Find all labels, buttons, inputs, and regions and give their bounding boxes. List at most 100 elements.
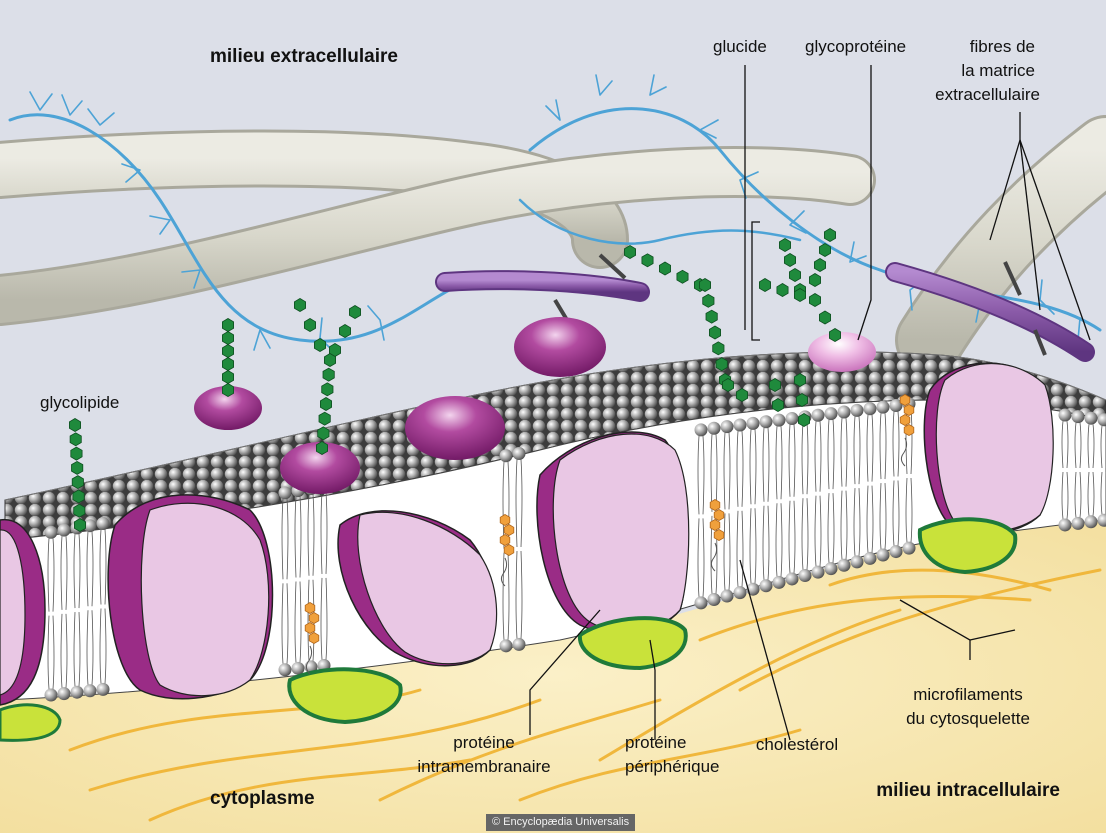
lipid-head [838,406,851,419]
lipid-head [71,686,84,699]
sugar-unit [824,229,835,242]
cholesterol-ring [714,530,724,541]
cholesterol-ring [900,415,910,426]
lipid-head [786,572,799,585]
sugar-unit [809,294,820,307]
sugar-unit [316,442,327,455]
lipid-head [903,542,916,555]
label-microfilaments-line1: microfilaments [913,685,1023,704]
lipid-head [734,586,747,599]
sugar-unit [323,368,334,381]
cholesterol-ring [309,613,319,624]
sugar-unit [322,383,333,396]
lipid-head [500,449,513,462]
sugar-unit [713,342,724,355]
cholesterol-ring [500,515,510,526]
sugar-unit [222,358,233,371]
cholesterol-ring [305,623,315,634]
sugar-unit [222,371,233,384]
lipid-head [734,419,747,432]
sugar-unit [814,259,825,272]
cholesterol-ring [904,425,914,436]
sugar-unit [74,504,85,517]
cholesterol-ring [504,525,514,536]
lipid-head [58,524,71,537]
sugar-unit [642,254,653,267]
sugar-unit [789,269,800,282]
sugar-unit [772,399,783,412]
label-extracellular-medium: milieu extracellulaire [210,46,398,67]
cholesterol-ring [305,603,315,614]
sugar-unit [73,490,84,503]
sugar-unit [819,311,830,324]
sugar-unit [69,419,80,432]
lipid-head [1072,410,1085,423]
sugar-unit [314,339,325,352]
sugar-unit [819,244,830,257]
cholesterol-ring [504,545,514,556]
lipid-head [513,638,526,651]
sugar-unit [779,239,790,252]
sugar-unit [222,319,233,332]
label-peripheral-protein-line1: protéine [625,733,686,752]
cholesterol-ring [710,520,720,531]
sugar-unit [809,274,820,287]
label-intramembrane-protein-line2: intramembranaire [417,757,550,776]
lipid-head [799,569,812,582]
lipid-head [825,562,838,575]
lipid-head [747,417,760,430]
sugar-unit [71,447,82,460]
cholesterol-ring [900,395,910,406]
sugar-unit [796,394,807,407]
sugar-unit [659,262,670,275]
sugar-unit [798,414,809,427]
sugar-unit [777,284,788,297]
lipid-head [890,545,903,558]
lipid-head [721,420,734,433]
sugar-unit [318,427,329,440]
sugar-unit [736,389,747,402]
lipid-head [695,423,708,436]
sugar-unit [349,306,360,319]
sugar-unit [222,345,233,358]
sugar-unit [709,326,720,339]
lipid-head [773,576,786,589]
sugar-unit [794,374,805,387]
label-cholesterol: cholestérol [756,735,838,754]
lipid-head [851,555,864,568]
lipid-head [97,683,110,696]
lipid-head [851,404,864,417]
lipid-head [721,590,734,603]
lipid-head [84,684,97,697]
sugar-unit [759,279,770,292]
lipid-head [45,689,58,702]
label-matrix-fibers-line3: extracellulaire [935,85,1040,104]
sugar-unit [72,476,83,489]
sugar-unit [319,412,330,425]
sugar-unit [70,433,81,446]
lipid-head [786,412,799,425]
sugar-unit [829,329,840,342]
sugar-unit [222,332,233,345]
lipid-head [1072,517,1085,530]
sugar-unit [74,519,85,532]
lipid-head [58,687,71,700]
lipid-head [1059,409,1072,422]
cholesterol-ring [904,405,914,416]
lipid-head [877,549,890,562]
lipid-head [838,559,851,572]
lipid-head [864,402,877,415]
lipid-head [279,663,292,676]
sugar-unit [703,294,714,307]
lipid-head [708,593,721,606]
lipid-head [864,552,877,565]
lipid-head [760,579,773,592]
label-intracellular-medium: milieu intracellulaire [876,780,1060,801]
sugar-unit [320,398,331,411]
sugar-unit [769,379,780,392]
sugar-unit [784,254,795,267]
label-glycolipid: glycolipide [40,393,119,412]
label-glucide: glucide [713,37,767,56]
lipid-head [1085,412,1098,425]
